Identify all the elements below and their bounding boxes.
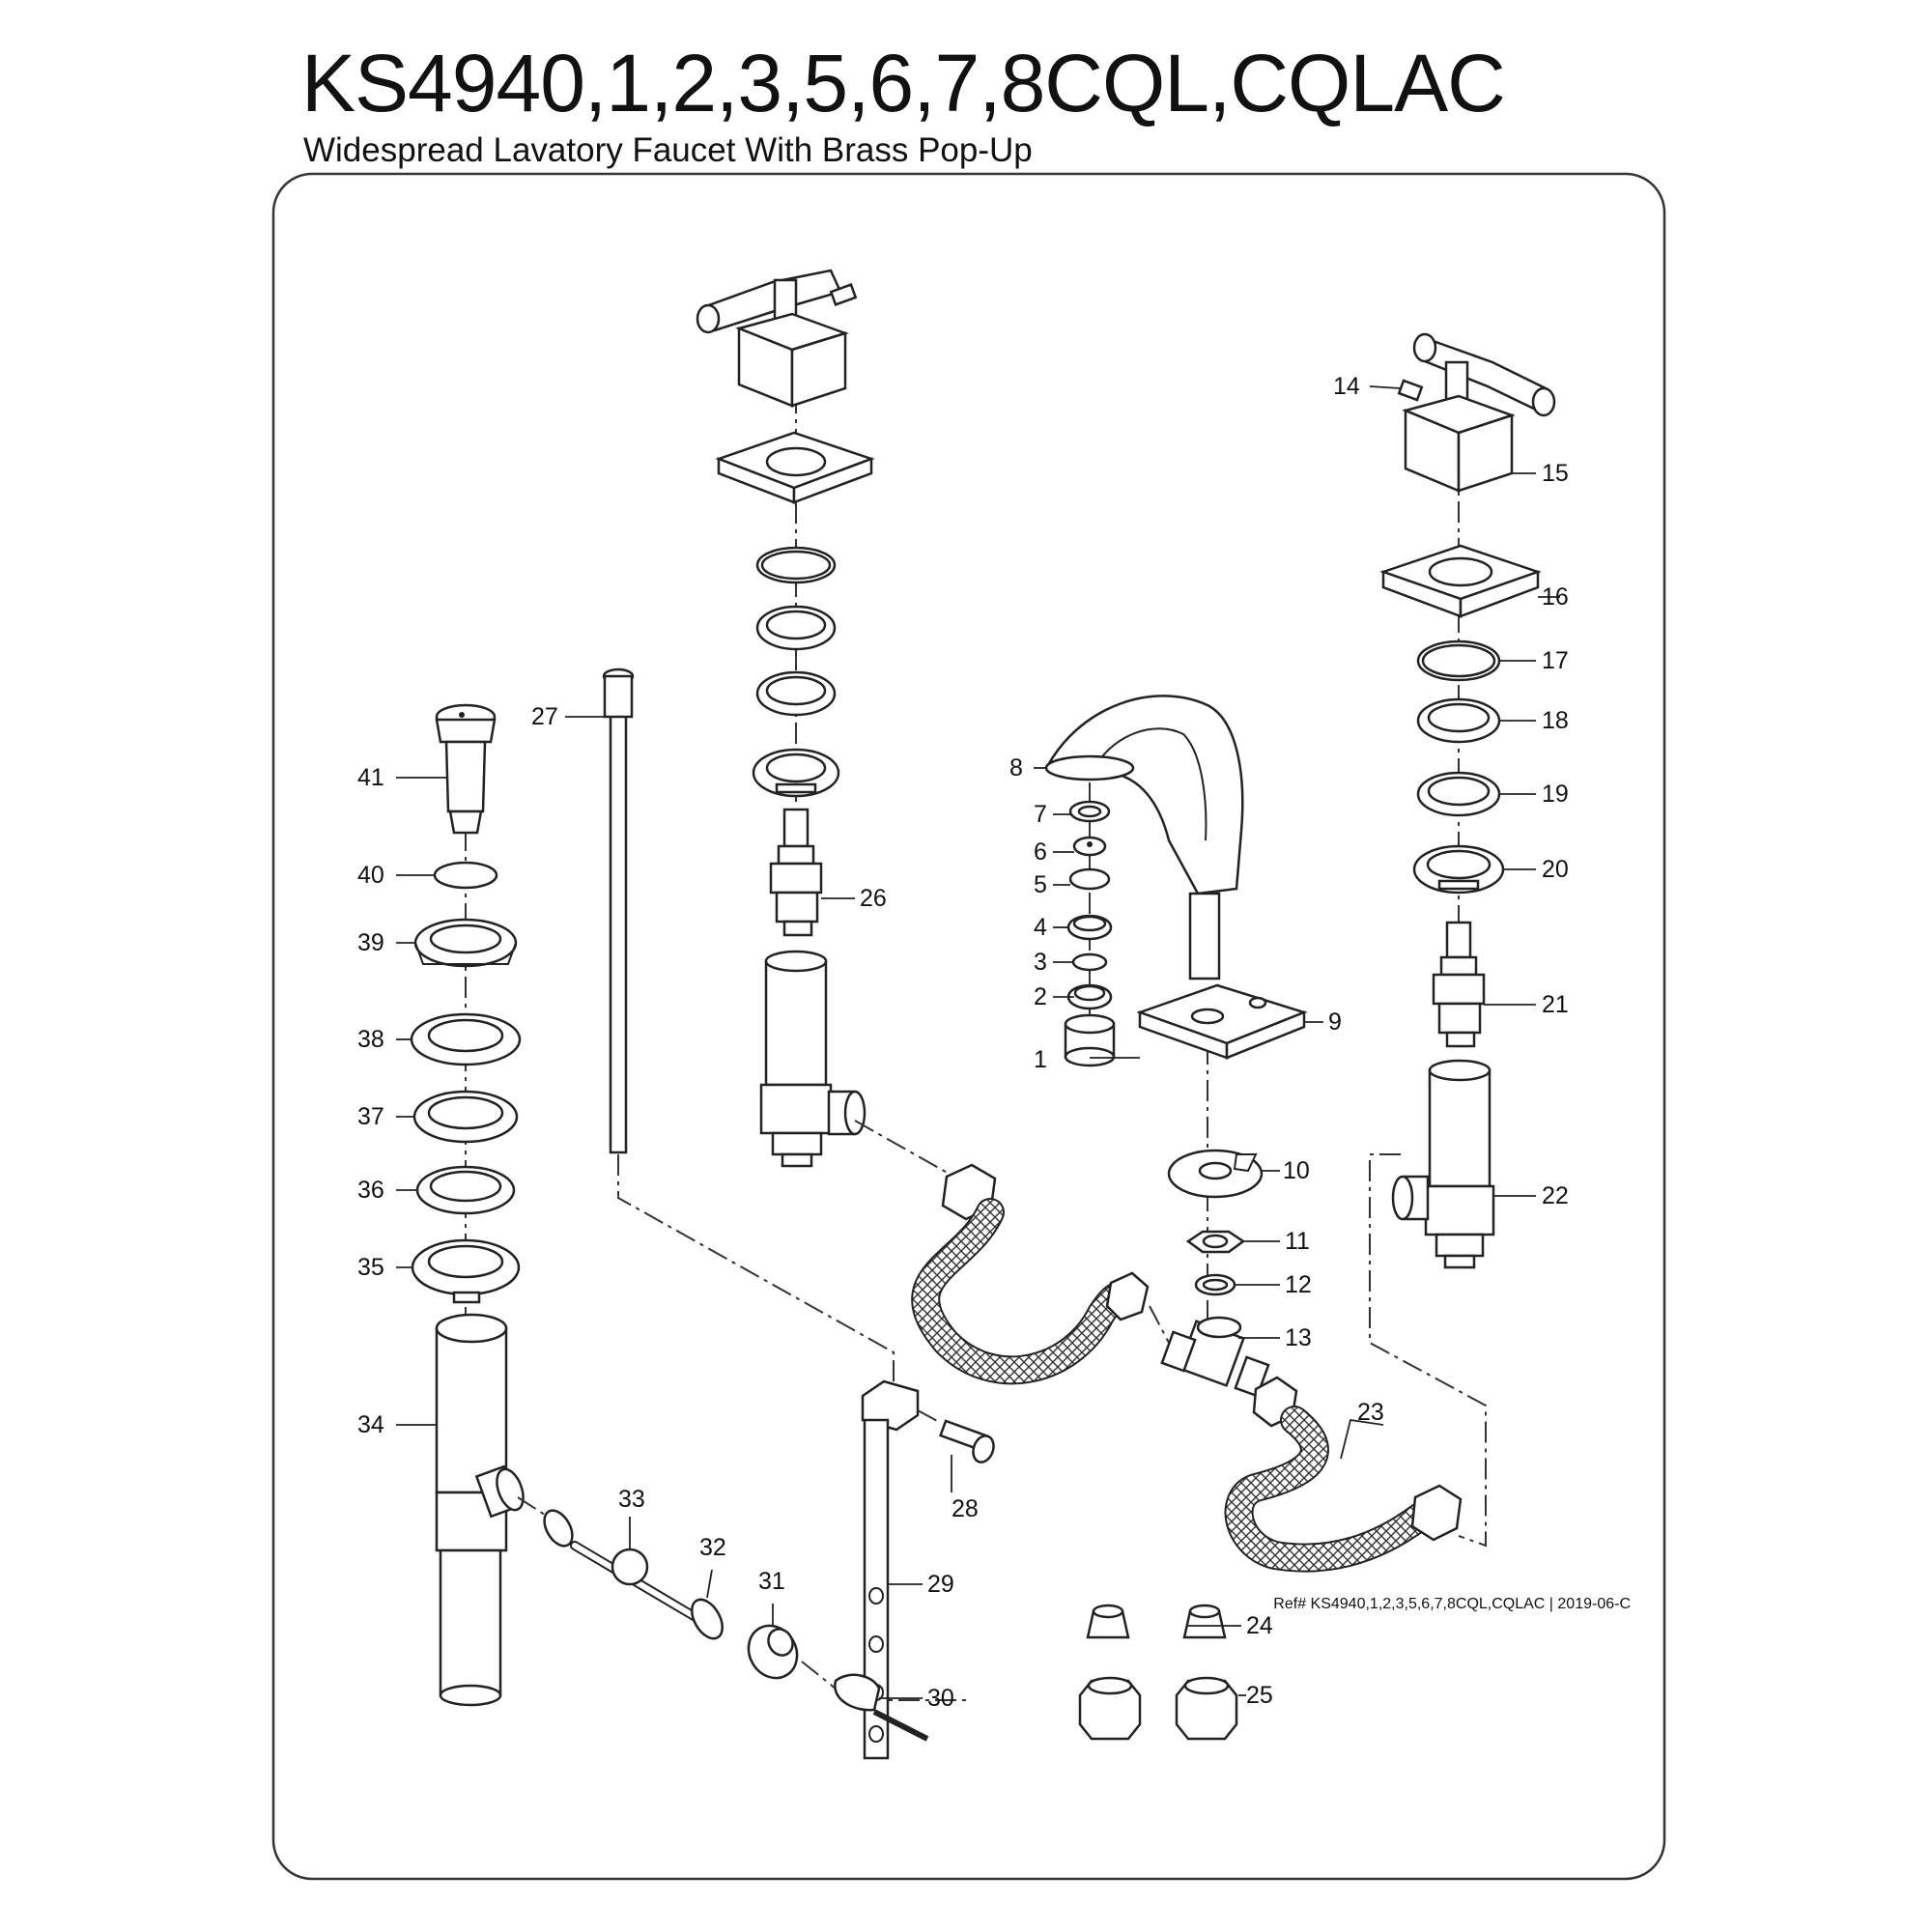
callout-36: 36 bbox=[357, 1177, 384, 1204]
left-supply-hose bbox=[854, 1120, 1170, 1385]
drain-washer-a bbox=[412, 1090, 519, 1144]
right-o-ring bbox=[1416, 639, 1501, 682]
pivot-o-ring bbox=[543, 1509, 574, 1548]
reference-number: Ref# KS4940,1,2,3,5,6,7,8CQL,CQLAC | 201… bbox=[1273, 1596, 1631, 1612]
drain-flange bbox=[413, 918, 518, 968]
pop-up-drain-assembly bbox=[410, 668, 995, 1760]
callout-18: 18 bbox=[1542, 707, 1569, 734]
right-supply-hose bbox=[1224, 1376, 1463, 1573]
spout-assembly bbox=[1044, 695, 1308, 1398]
right-cartridge bbox=[1432, 921, 1486, 1048]
callout-13: 13 bbox=[1285, 1324, 1312, 1351]
callout-27: 27 bbox=[531, 703, 558, 730]
callout-25: 25 bbox=[1246, 1682, 1273, 1709]
callout-5: 5 bbox=[1034, 871, 1047, 898]
diagram-frame bbox=[271, 172, 1666, 1881]
drain-gasket bbox=[410, 1012, 522, 1066]
callout-39: 39 bbox=[357, 929, 384, 956]
horseshoe-washer bbox=[1167, 1149, 1264, 1199]
left-washer-a bbox=[755, 605, 837, 651]
callout-20: 20 bbox=[1542, 856, 1569, 883]
left-handle-assembly bbox=[696, 269, 875, 1168]
diagram-title: KS4940,1,2,3,5,6,7,8CQL,CQLAC bbox=[301, 38, 1506, 128]
callout-24: 24 bbox=[1246, 1612, 1273, 1639]
leader-lines bbox=[396, 385, 1560, 1699]
left-washer-b bbox=[755, 670, 837, 717]
callout-32: 32 bbox=[699, 1534, 726, 1561]
callout-28: 28 bbox=[952, 1495, 979, 1522]
spout-base-plate bbox=[1136, 983, 1308, 1060]
left-cartridge bbox=[769, 808, 823, 937]
right-handle-assembly bbox=[1369, 332, 1556, 1548]
callout-19: 19 bbox=[1542, 781, 1569, 808]
right-flange bbox=[1412, 844, 1505, 895]
tee-connector bbox=[1160, 1316, 1270, 1398]
callout-7: 7 bbox=[1034, 801, 1047, 828]
right-handle-cube bbox=[1402, 394, 1516, 493]
drain-body bbox=[435, 1313, 525, 1707]
callout-4: 4 bbox=[1034, 914, 1047, 941]
callout-9: 9 bbox=[1328, 1009, 1342, 1036]
compression-sleeves bbox=[1086, 1604, 1227, 1639]
lock-nut bbox=[1185, 1230, 1246, 1254]
callout-34: 34 bbox=[357, 1411, 384, 1438]
right-lever-handle bbox=[1412, 332, 1556, 417]
pivot-nut bbox=[747, 1624, 799, 1680]
callout-30: 30 bbox=[927, 1685, 954, 1712]
spout-washer bbox=[1194, 1273, 1236, 1296]
right-valve-body bbox=[1391, 1059, 1495, 1269]
callout-41: 41 bbox=[357, 764, 384, 791]
left-set-screw bbox=[829, 283, 858, 306]
callout-15: 15 bbox=[1542, 460, 1569, 487]
left-valve-body bbox=[759, 950, 867, 1168]
callout-38: 38 bbox=[357, 1026, 384, 1053]
left-escutcheon bbox=[715, 431, 875, 504]
strap-screw bbox=[938, 1419, 995, 1463]
callout-33: 33 bbox=[618, 1486, 645, 1513]
drain-lock-nut bbox=[411, 1238, 521, 1304]
callout-37: 37 bbox=[357, 1103, 384, 1130]
aerator-parts bbox=[1064, 782, 1116, 1067]
callout-14: 14 bbox=[1333, 373, 1360, 400]
pivot-washer bbox=[691, 1598, 724, 1640]
callout-21: 21 bbox=[1542, 991, 1569, 1018]
pivot-rod bbox=[570, 1541, 710, 1628]
callout-1: 1 bbox=[1034, 1046, 1047, 1073]
callout-11: 11 bbox=[1285, 1228, 1310, 1255]
callout-8: 8 bbox=[1009, 754, 1023, 781]
callout-17: 17 bbox=[1542, 647, 1569, 674]
callout-3: 3 bbox=[1034, 949, 1047, 976]
lift-rod bbox=[602, 668, 635, 1154]
callout-22: 22 bbox=[1542, 1182, 1569, 1209]
callout-35: 35 bbox=[357, 1254, 384, 1281]
left-lever-handle bbox=[696, 269, 842, 334]
callout-26: 26 bbox=[860, 885, 887, 912]
callout-31: 31 bbox=[758, 1568, 785, 1595]
spring-clip bbox=[834, 1673, 929, 1742]
right-escutcheon bbox=[1379, 544, 1542, 618]
callout-12: 12 bbox=[1285, 1271, 1312, 1298]
drain-washer-b bbox=[415, 1165, 516, 1215]
callout-23: 23 bbox=[1357, 1399, 1384, 1426]
callout-labels: 1 2 3 4 5 6 7 8 9 10 11 12 13 14 15 16 1… bbox=[357, 373, 1569, 1712]
pop-up-stopper bbox=[435, 703, 497, 835]
callout-2: 2 bbox=[1034, 983, 1047, 1010]
callout-29: 29 bbox=[927, 1571, 954, 1598]
callout-16: 16 bbox=[1542, 583, 1569, 611]
callout-10: 10 bbox=[1283, 1157, 1310, 1184]
spout bbox=[1044, 695, 1244, 980]
callout-6: 6 bbox=[1034, 838, 1047, 866]
diagram-subtitle: Widespread Lavatory Faucet With Brass Po… bbox=[303, 131, 1033, 169]
left-flange bbox=[752, 748, 840, 798]
right-washer-b bbox=[1416, 771, 1501, 817]
compression-nuts bbox=[1078, 1676, 1238, 1741]
callout-40: 40 bbox=[357, 862, 384, 889]
right-set-screw bbox=[1397, 379, 1424, 402]
right-washer-a bbox=[1416, 697, 1501, 744]
left-handle-cube bbox=[735, 312, 849, 408]
stopper-o-ring bbox=[433, 861, 498, 890]
